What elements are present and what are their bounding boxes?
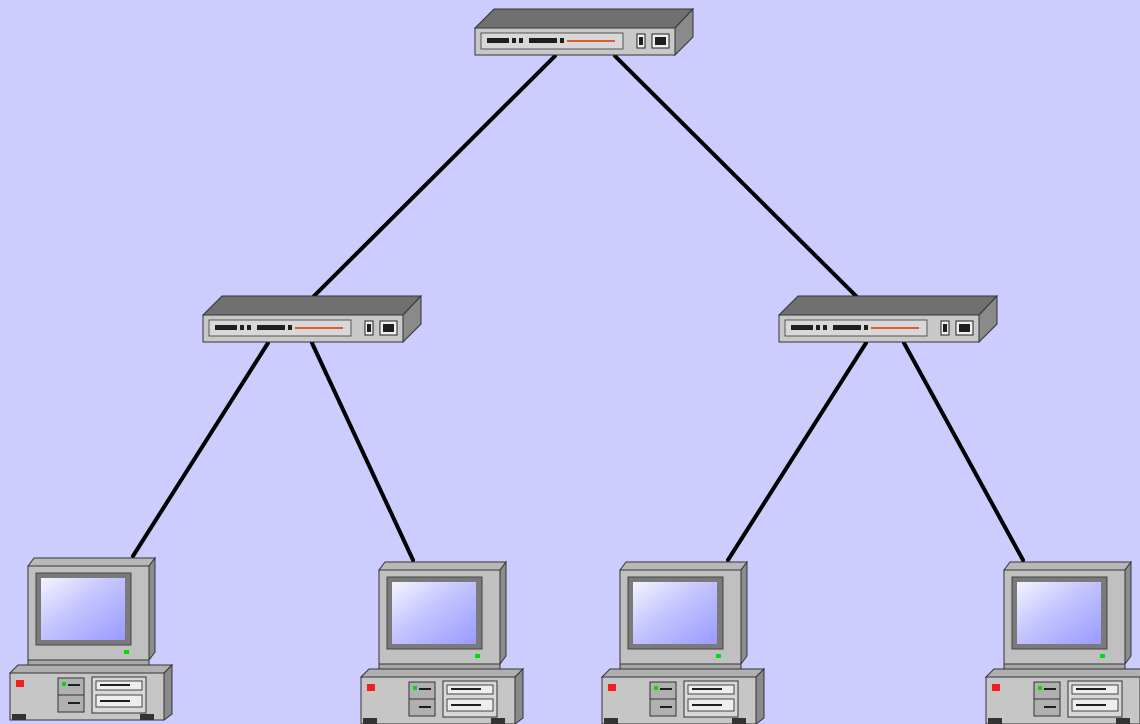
- network-hub-icon: [473, 7, 695, 57]
- network-hub-icon: [777, 294, 999, 344]
- links-layer: [131, 54, 1025, 562]
- network-link-hub-root-hub-right: [613, 54, 860, 300]
- network-link-hub-right-pc-4: [902, 341, 1025, 562]
- desktop-computer-icon: [600, 560, 766, 724]
- nodes-layer: [8, 7, 1140, 724]
- network-link-hub-right-pc-3: [726, 341, 868, 562]
- network-hub-icon: [201, 294, 423, 344]
- desktop-computer-icon: [984, 560, 1140, 724]
- desktop-computer-icon: [8, 556, 174, 721]
- desktop-computer-icon: [359, 560, 525, 724]
- network-link-hub-root-hub-left: [310, 54, 557, 300]
- network-link-hub-left-pc-1: [131, 341, 270, 558]
- network-link-hub-left-pc-2: [310, 341, 415, 562]
